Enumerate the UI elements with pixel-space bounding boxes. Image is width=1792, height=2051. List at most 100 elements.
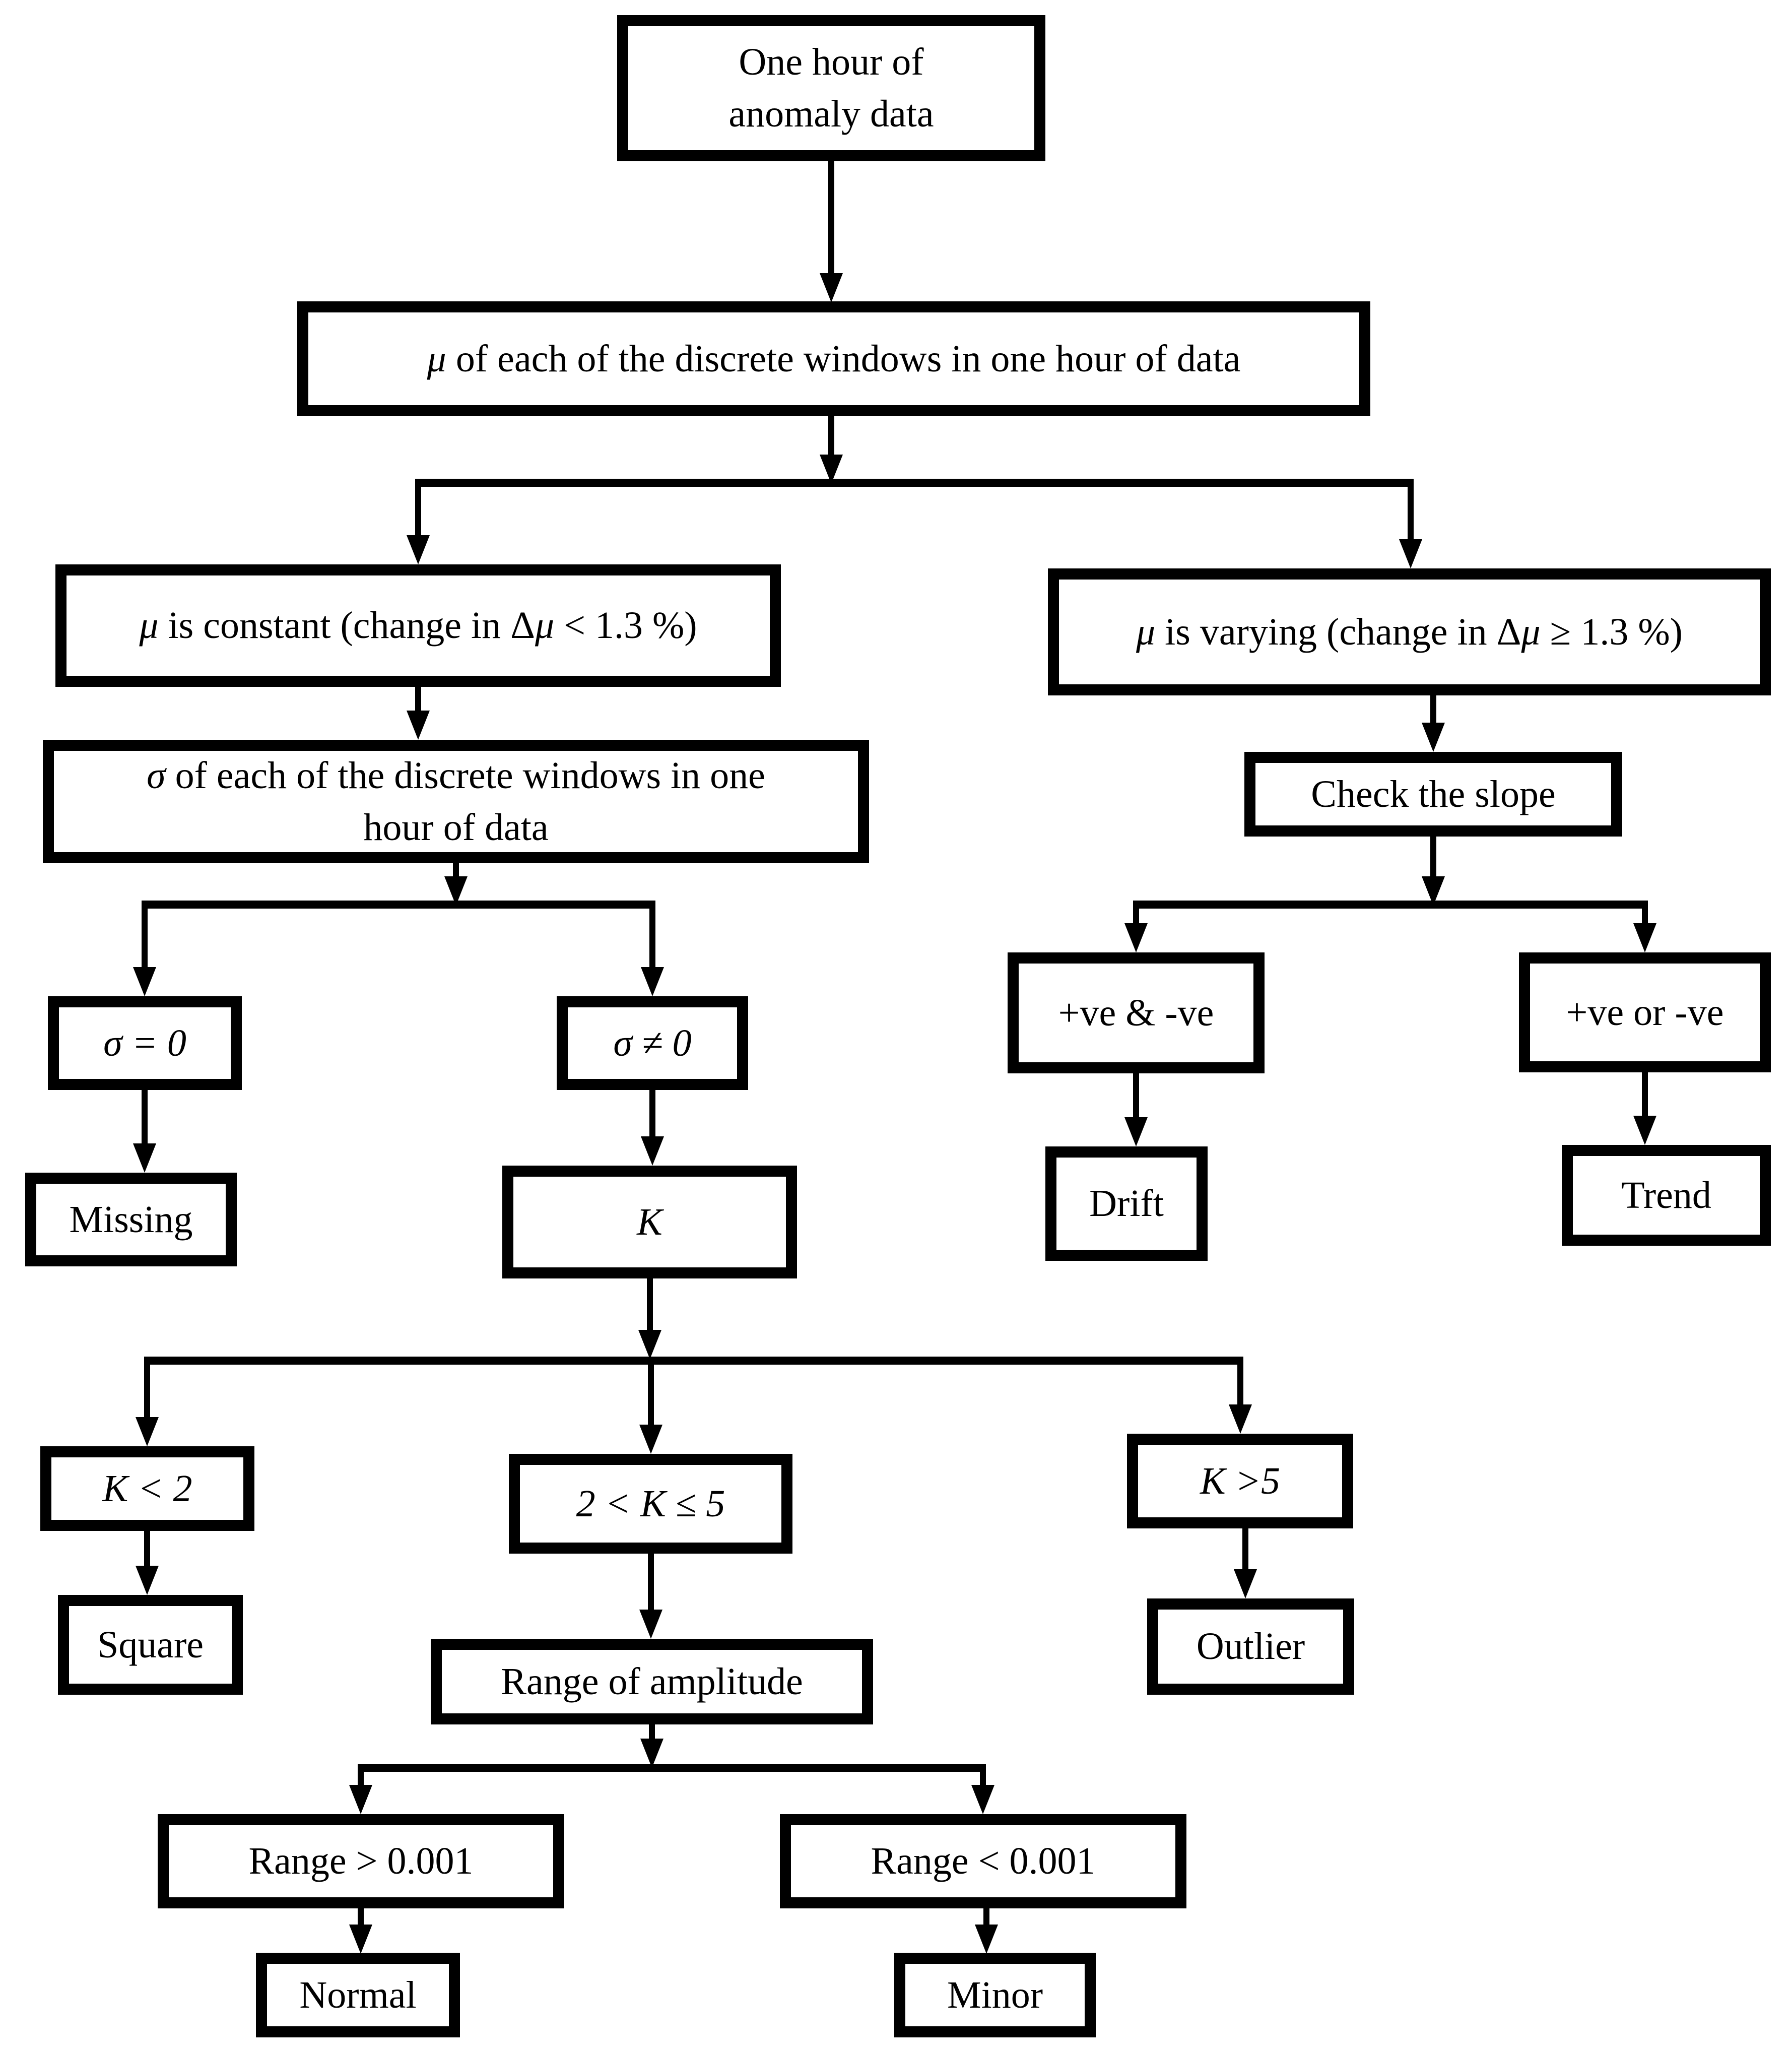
arrowhead-icon	[1633, 1116, 1656, 1145]
edge-line	[980, 1768, 986, 1790]
node-label: Range < 0.001	[871, 1840, 1096, 1883]
node-normal: Normal	[256, 1953, 460, 2037]
edge-line	[1242, 1528, 1248, 1574]
node-label: Normal	[299, 1973, 417, 2016]
node-k-lt-2: K < 2	[40, 1446, 254, 1531]
arrowhead-icon	[1633, 923, 1656, 952]
node-label: Range of amplitude	[501, 1660, 803, 1703]
node-label: +ve or -ve	[1566, 991, 1724, 1034]
edge-line	[1430, 837, 1436, 881]
edge-line	[648, 1554, 654, 1615]
edge-junction-bar	[142, 901, 655, 909]
arrowhead-icon	[638, 1330, 661, 1359]
node-k-gt-5: K >5	[1127, 1434, 1353, 1528]
edge-line	[1642, 1072, 1648, 1121]
node-drift: Drift	[1045, 1146, 1208, 1261]
edge-line	[1237, 1361, 1243, 1409]
node-label: Trend	[1621, 1174, 1711, 1216]
math-symbol: μ	[139, 604, 159, 647]
math-symbol: μ	[1136, 610, 1156, 653]
edge-line	[358, 1908, 364, 1930]
edge-line	[1133, 1073, 1139, 1122]
arrowhead-icon	[349, 1785, 372, 1814]
arrowhead-icon	[640, 1739, 663, 1768]
node-mu-varying: μ is varying (change in Δμ ≥ 1.3 %)	[1048, 568, 1771, 695]
node-sigma-windows: σ of each of the discrete windows in one…	[43, 740, 869, 863]
edge-line	[415, 483, 421, 540]
math-symbol: μ	[427, 337, 446, 380]
edge-line	[415, 687, 421, 716]
node-label: K >5	[1200, 1459, 1280, 1502]
arrowhead-icon	[407, 711, 430, 740]
edge-line	[647, 1278, 653, 1335]
edge-junction-bar	[1133, 901, 1648, 909]
arrowhead-icon	[136, 1566, 159, 1595]
arrowhead-icon	[136, 1417, 159, 1446]
node-mu-windows: μ of each of the discrete windows in one…	[297, 301, 1370, 416]
arrowhead-icon	[639, 1610, 662, 1639]
node-label: Drift	[1089, 1182, 1164, 1225]
node-label: μ is constant (change in Δμ < 1.3 %)	[139, 604, 697, 647]
arrowhead-icon	[971, 1785, 994, 1814]
arrowhead-icon	[349, 1925, 372, 1954]
node-label: Range > 0.001	[248, 1840, 474, 1883]
node-label: 2 < K ≤ 5	[576, 1482, 725, 1525]
node-missing: Missing	[25, 1173, 237, 1266]
node-range-lt: Range < 0.001	[780, 1814, 1186, 1908]
node-label: +ve & -ve	[1058, 991, 1214, 1034]
node-check-slope: Check the slope	[1244, 752, 1622, 837]
arrowhead-icon	[133, 1143, 156, 1173]
node-label: Minor	[947, 1973, 1043, 2016]
edge-line	[828, 416, 834, 460]
node-k: K	[502, 1166, 797, 1278]
node-range-amp: Range of amplitude	[431, 1639, 873, 1724]
edge-line	[649, 905, 655, 972]
edge-line	[142, 905, 148, 972]
arrowhead-icon	[407, 535, 430, 564]
node-pos-or-neg: +ve or -ve	[1519, 952, 1771, 1072]
arrowhead-icon	[820, 273, 843, 302]
edge-line	[649, 1090, 655, 1141]
arrowhead-icon	[1229, 1404, 1252, 1434]
node-sigma-nonzero: σ ≠ 0	[557, 996, 748, 1090]
edge-line	[828, 161, 834, 278]
node-label: Missing	[69, 1198, 193, 1241]
node-label: σ of each of the discrete windows in one…	[147, 754, 765, 849]
arrowhead-icon	[1422, 723, 1445, 752]
edge-line	[1642, 905, 1648, 928]
arrowhead-icon	[133, 967, 156, 996]
arrowhead-icon	[1124, 1117, 1148, 1146]
node-label: Square	[97, 1623, 204, 1666]
node-range-gt: Range > 0.001	[158, 1814, 564, 1908]
math-symbol: σ	[147, 754, 166, 797]
edge-line	[1430, 695, 1436, 728]
node-k-2-to-5: 2 < K ≤ 5	[509, 1454, 792, 1554]
edge-line	[144, 1531, 150, 1571]
edge-line	[358, 1768, 364, 1790]
edge-line	[1133, 905, 1139, 928]
edge-line	[142, 1090, 148, 1148]
node-label: Outlier	[1196, 1625, 1305, 1668]
node-mu-constant: μ is constant (change in Δμ < 1.3 %)	[55, 564, 781, 687]
arrowhead-icon	[639, 1425, 662, 1454]
node-label: K	[637, 1200, 662, 1243]
node-outlier: Outlier	[1147, 1598, 1354, 1695]
edge-line	[144, 1361, 150, 1422]
arrowhead-icon	[641, 1136, 664, 1166]
edge-junction-bar	[358, 1764, 986, 1772]
arrowhead-icon	[975, 1925, 998, 1954]
edge-line	[1408, 483, 1414, 544]
edge-junction-bar	[415, 479, 1414, 487]
math-symbol: μ	[535, 604, 555, 647]
node-trend: Trend	[1562, 1145, 1771, 1246]
node-label: σ = 0	[103, 1021, 186, 1064]
node-minor: Minor	[894, 1953, 1096, 2037]
node-sigma-zero: σ = 0	[48, 996, 242, 1090]
math-symbol: μ	[1521, 610, 1541, 653]
edge-junction-bar	[144, 1357, 1243, 1365]
node-pos-and-neg: +ve & -ve	[1008, 952, 1265, 1073]
edge-line	[648, 1361, 654, 1430]
